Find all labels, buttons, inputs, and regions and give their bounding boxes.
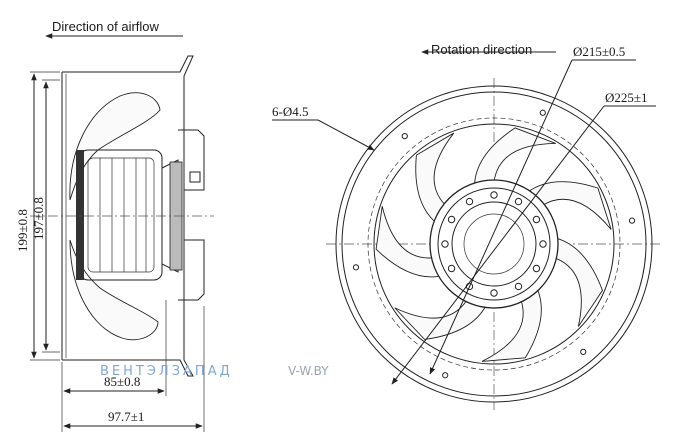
motor-fins	[99, 158, 147, 272]
d225-label: Ø225±1	[605, 90, 648, 105]
bolt-circle	[367, 117, 621, 371]
holes-label: 6-Ø4.5	[272, 104, 308, 119]
side-view: Direction of airflow	[15, 19, 214, 432]
mounting-hole	[628, 217, 636, 224]
front-blades	[375, 127, 612, 362]
hub-hole	[532, 264, 541, 273]
inlet-ring	[373, 123, 615, 365]
hub-outer	[429, 179, 559, 309]
dim-197-label: 197±0.8	[31, 197, 46, 240]
fan-blade	[481, 287, 542, 362]
holes-leader	[317, 119, 375, 151]
airflow-label: Direction of airflow	[52, 19, 160, 34]
bracket-top	[178, 129, 205, 191]
fan-blade	[553, 237, 603, 327]
fan-blade	[394, 299, 487, 340]
outer-ring	[335, 85, 653, 403]
bracket-bolt	[189, 171, 201, 183]
watermark-site: V-W.BY	[288, 364, 329, 378]
blade-side-bottom	[69, 239, 159, 341]
hub-holes	[441, 191, 547, 297]
hub-ring	[437, 187, 551, 301]
rotor-band	[76, 150, 84, 280]
fan-blade	[375, 206, 442, 278]
mounting-hole	[580, 348, 587, 355]
hub-inner	[451, 201, 537, 287]
front-view: Rotation direction Ø215±0.5 Ø225±1 6-Ø4.…	[272, 42, 662, 410]
dim-199-label: 199±0.8	[15, 209, 30, 252]
d215-leader	[429, 59, 573, 375]
fan-blade	[474, 127, 556, 186]
mounting-hole	[442, 372, 449, 379]
fan-blade	[415, 132, 455, 224]
outer-ring-inner	[341, 91, 647, 397]
mounting-hole	[352, 264, 360, 271]
hub-hole	[441, 240, 449, 248]
hub-hole	[514, 197, 523, 206]
watermark-brand: ВЕНТЭЛЗАПАД	[100, 364, 233, 379]
motor-body	[79, 149, 163, 281]
housing-outline	[62, 55, 194, 377]
hub-hole	[490, 191, 498, 199]
hub-hole	[447, 215, 456, 224]
d215-label: Ø215±0.5	[573, 44, 625, 59]
hub-hole	[465, 197, 474, 206]
hub-center	[463, 213, 525, 275]
hub-hole	[539, 240, 547, 248]
motor-inner	[87, 157, 155, 273]
bracket-bottom	[178, 239, 205, 301]
hub-hole	[447, 264, 456, 273]
hub-hole	[490, 289, 498, 297]
hub-hole	[514, 282, 523, 291]
mounting-hole	[539, 109, 546, 116]
mounting-holes	[352, 109, 636, 379]
hub-hole	[532, 215, 541, 224]
dim-97-label: 97.7±1	[108, 409, 144, 424]
rotation-label: Rotation direction	[431, 42, 532, 57]
mounting-hole	[401, 133, 408, 140]
dim-85-label: 85±0.8	[104, 374, 140, 389]
d225-leader	[391, 105, 605, 385]
fan-blade	[527, 181, 612, 230]
blade-side-top	[69, 92, 161, 201]
